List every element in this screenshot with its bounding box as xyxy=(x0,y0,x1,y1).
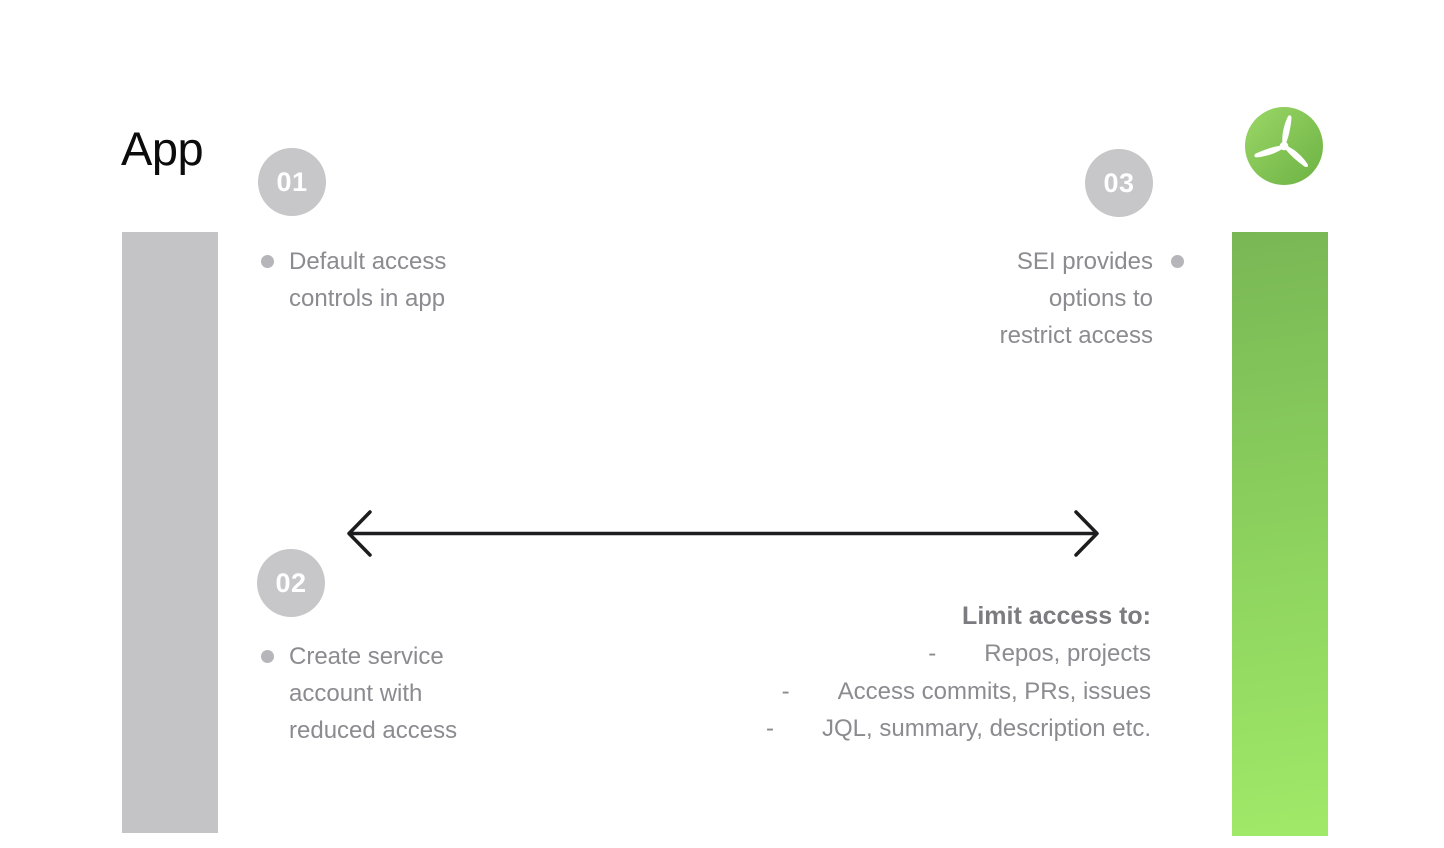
sei-propeller-logo-icon xyxy=(1245,107,1323,185)
step-badge-03: 03 xyxy=(1085,149,1153,217)
step-2-block: Create service account with reduced acce… xyxy=(261,638,457,749)
step-2-text: Create service account with reduced acce… xyxy=(289,638,457,749)
step-1-line-2: controls in app xyxy=(289,285,446,312)
app-title: App xyxy=(121,122,204,175)
limit-access-title: Limit access to: xyxy=(962,602,1151,630)
propeller-icon xyxy=(1245,107,1323,185)
list-item: - Repos, projects xyxy=(766,635,1151,673)
list-item-text: JQL, summary, description etc. xyxy=(822,715,1151,742)
step-badge-03-label: 03 xyxy=(1103,167,1135,198)
step-1-text: Default access controls in app xyxy=(289,243,446,317)
bullet-icon xyxy=(1171,255,1184,268)
double-arrow-icon xyxy=(346,510,1100,557)
step-badge-01-label: 01 xyxy=(276,166,308,197)
list-item-dash: - xyxy=(766,715,774,742)
step-3-line-1: SEI provides xyxy=(1016,248,1153,275)
step-badge-02: 02 xyxy=(257,549,325,617)
step-2-line-1: Create service xyxy=(289,643,444,670)
step-1-block: Default access controls in app xyxy=(261,243,446,317)
list-item-text: Access commits, PRs, issues xyxy=(837,677,1151,705)
list-item: - Access commits, PRs, issues xyxy=(766,673,1151,711)
app-column-bar xyxy=(122,232,218,833)
step-3-block: SEI provides options to restrict access xyxy=(1000,243,1184,354)
step-3-line-2: options to xyxy=(1048,285,1153,312)
double-arrow-svg xyxy=(347,510,1099,557)
step-3-line-3: restrict access xyxy=(999,322,1153,349)
step-2-line-3: reduced access xyxy=(289,717,458,744)
list-item-dash: - xyxy=(928,640,937,667)
bullet-icon xyxy=(261,255,274,268)
bullet-icon xyxy=(261,650,274,663)
step-2-line-2: account with xyxy=(289,680,423,707)
list-item-dash: - xyxy=(781,677,790,705)
step-1-line-1: Default access xyxy=(289,248,447,275)
step-badge-01: 01 xyxy=(258,148,326,216)
sei-column-bar xyxy=(1232,232,1328,836)
step-badge-02-label: 02 xyxy=(275,567,307,598)
list-item: - JQL, summary, description etc. xyxy=(766,710,1151,748)
list-item-text: Repos, projects xyxy=(984,640,1151,667)
limit-access-block: Limit access to: - Repos, projects - Acc… xyxy=(766,598,1151,748)
step-3-text: SEI provides options to restrict access xyxy=(1000,243,1153,354)
